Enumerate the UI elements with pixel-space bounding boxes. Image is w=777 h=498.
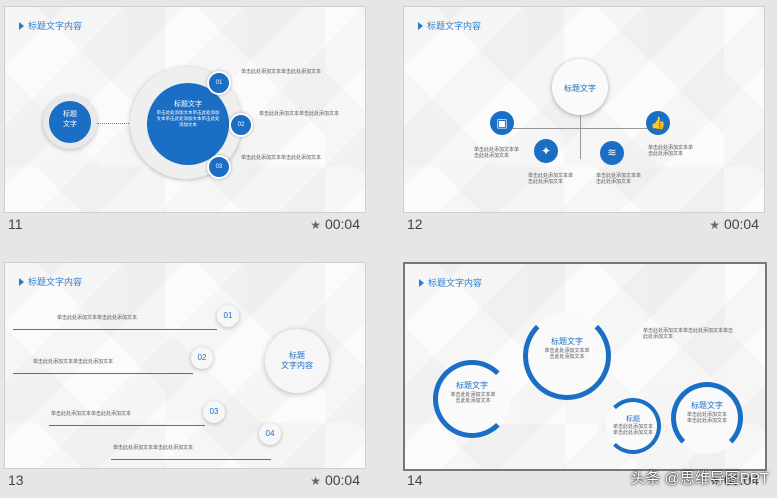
connector — [97, 123, 129, 125]
circle-2-body: 单击此处添加文本单击此处添加文本 — [544, 348, 590, 360]
slide-thumbnail-12[interactable]: 标题文字内容 标题文字 ▣ ✦ ≋ 👍 单击此处添加文本单击此处添加文本 单击此… — [403, 6, 765, 242]
star-icon: ★ — [310, 218, 321, 232]
note-1: 单击此处添加文本单击此处添加文本 — [57, 315, 138, 321]
note-4: 单击此处添加文本单击此处添加文本 — [648, 145, 694, 157]
slide-preview: 标题文字内容 标题文字 ▣ ✦ ≋ 👍 单击此处添加文本单击此处添加文本 单击此… — [403, 6, 765, 213]
note-1: 单击此处添加文本单击此处添加文本 — [241, 69, 322, 75]
circle-1 — [433, 360, 511, 438]
slide-thumbnail-13[interactable]: 标题文字内容 标题 文字内容 01 02 03 04 单击此处添加文本单击此处添… — [4, 262, 366, 498]
underline-3 — [49, 425, 205, 426]
circle-3-title: 标题 — [626, 416, 640, 423]
circle-1-body: 单击此处添加文本单击此处添加文本 — [450, 392, 496, 404]
slide-title: 标题文字内容 — [418, 19, 481, 32]
underline-2 — [13, 373, 193, 374]
slide-title: 标题文字内容 — [19, 275, 82, 288]
connector — [580, 115, 581, 159]
star-icon: ★ — [709, 474, 720, 488]
slide-duration: ★00:04 — [709, 472, 759, 488]
center-body: 单击此处添加文本单击此处添加文本单击此处添加文本单击此处添加文本 — [156, 110, 220, 127]
slide-number: 14 — [407, 472, 423, 488]
slide-preview: 标题文字内容 标题 文字内容 01 02 03 04 单击此处添加文本单击此处添… — [4, 262, 366, 469]
note-3: 单击此处添加文本单击此处添加文本 — [596, 173, 642, 185]
watermark: 头条 @思维导图PPT — [630, 470, 769, 487]
badge-03: 03 — [203, 401, 225, 423]
slide-title: 标题文字内容 — [19, 19, 82, 32]
slide-number: 11 — [8, 216, 23, 232]
arc-connector — [504, 127, 654, 129]
circle-4 — [671, 382, 743, 454]
badge-01: 01 — [217, 305, 239, 327]
center-title: 标题文字 — [564, 84, 596, 93]
badge-02: 02 — [191, 347, 213, 369]
center-circle — [552, 59, 608, 115]
underline-1 — [13, 329, 217, 330]
center-circle — [147, 83, 229, 165]
box-icon: ▣ — [490, 111, 514, 135]
note-2: 单击此处添加文本单击此处添加文本 — [528, 173, 574, 185]
slide-thumbnail-14[interactable]: 标题文字内容 标题文字 单击此处添加文本单击此处添加文本 标题文字 单击此处添加… — [403, 262, 767, 498]
underline-4 — [111, 459, 271, 460]
center-title: 标题 文字内容 — [281, 351, 313, 370]
slide-preview: 标题文字内容 标题文字 单击此处添加文本单击此处添加文本 标题文字 单击此处添加… — [403, 262, 767, 471]
note-1: 单击此处添加文本单击此处添加文本 — [474, 147, 520, 159]
wifi-icon: ≋ — [600, 141, 624, 165]
badge-03: 03 — [207, 155, 231, 179]
note-2: 单击此处添加文本单击此处添加文本 — [33, 359, 114, 365]
circle-2-title: 标题文字 — [551, 337, 583, 346]
slide-duration: ★00:04 — [310, 472, 360, 488]
slide-preview: 标题文字内容 标题 文字 标题文字 单击此处添加文本单击此处添加文本单击此处添加… — [4, 6, 366, 213]
slide-duration: ★00:04 — [310, 216, 360, 232]
thumbs-up-icon: 👍 — [646, 111, 670, 135]
right-note: 单击此处添加文本单击此处添加文本单击此处添加文本 — [643, 328, 734, 340]
circle-3-body: 单击此处添加文本单击此处添加文本 — [613, 424, 654, 436]
badge-04: 04 — [259, 423, 281, 445]
handshake-icon: ✦ — [534, 139, 558, 163]
slide-title: 标题文字内容 — [419, 276, 482, 289]
circle-4-body: 单击此处添加文本单击此处添加文本 — [686, 412, 727, 424]
star-icon: ★ — [310, 474, 321, 488]
left-circle — [43, 95, 97, 149]
note-2: 单击此处添加文本单击此处添加文本 — [259, 111, 340, 117]
slide-number: 12 — [407, 216, 423, 232]
badge-01: 01 — [207, 71, 231, 95]
circle-1-title: 标题文字 — [456, 381, 488, 390]
center-circle — [265, 329, 329, 393]
center-title: 标题文字 — [174, 101, 202, 108]
circle-4-title: 标题文字 — [691, 401, 723, 410]
slide-thumbnail-11[interactable]: 标题文字内容 标题 文字 标题文字 单击此处添加文本单击此处添加文本单击此处添加… — [4, 6, 366, 242]
slide-duration: ★00:04 — [709, 216, 759, 232]
star-icon: ★ — [709, 218, 720, 232]
circle-2 — [523, 312, 611, 400]
slide-number: 13 — [8, 472, 24, 488]
badge-02: 02 — [229, 113, 253, 137]
left-circle-label: 标题 文字 — [63, 111, 77, 128]
note-3: 单击此处添加文本单击此处添加文本 — [241, 155, 322, 161]
note-4: 单击此处添加文本单击此处添加文本 — [113, 445, 194, 451]
note-3: 单击此处添加文本单击此处添加文本 — [51, 411, 132, 417]
circle-3 — [605, 398, 661, 454]
